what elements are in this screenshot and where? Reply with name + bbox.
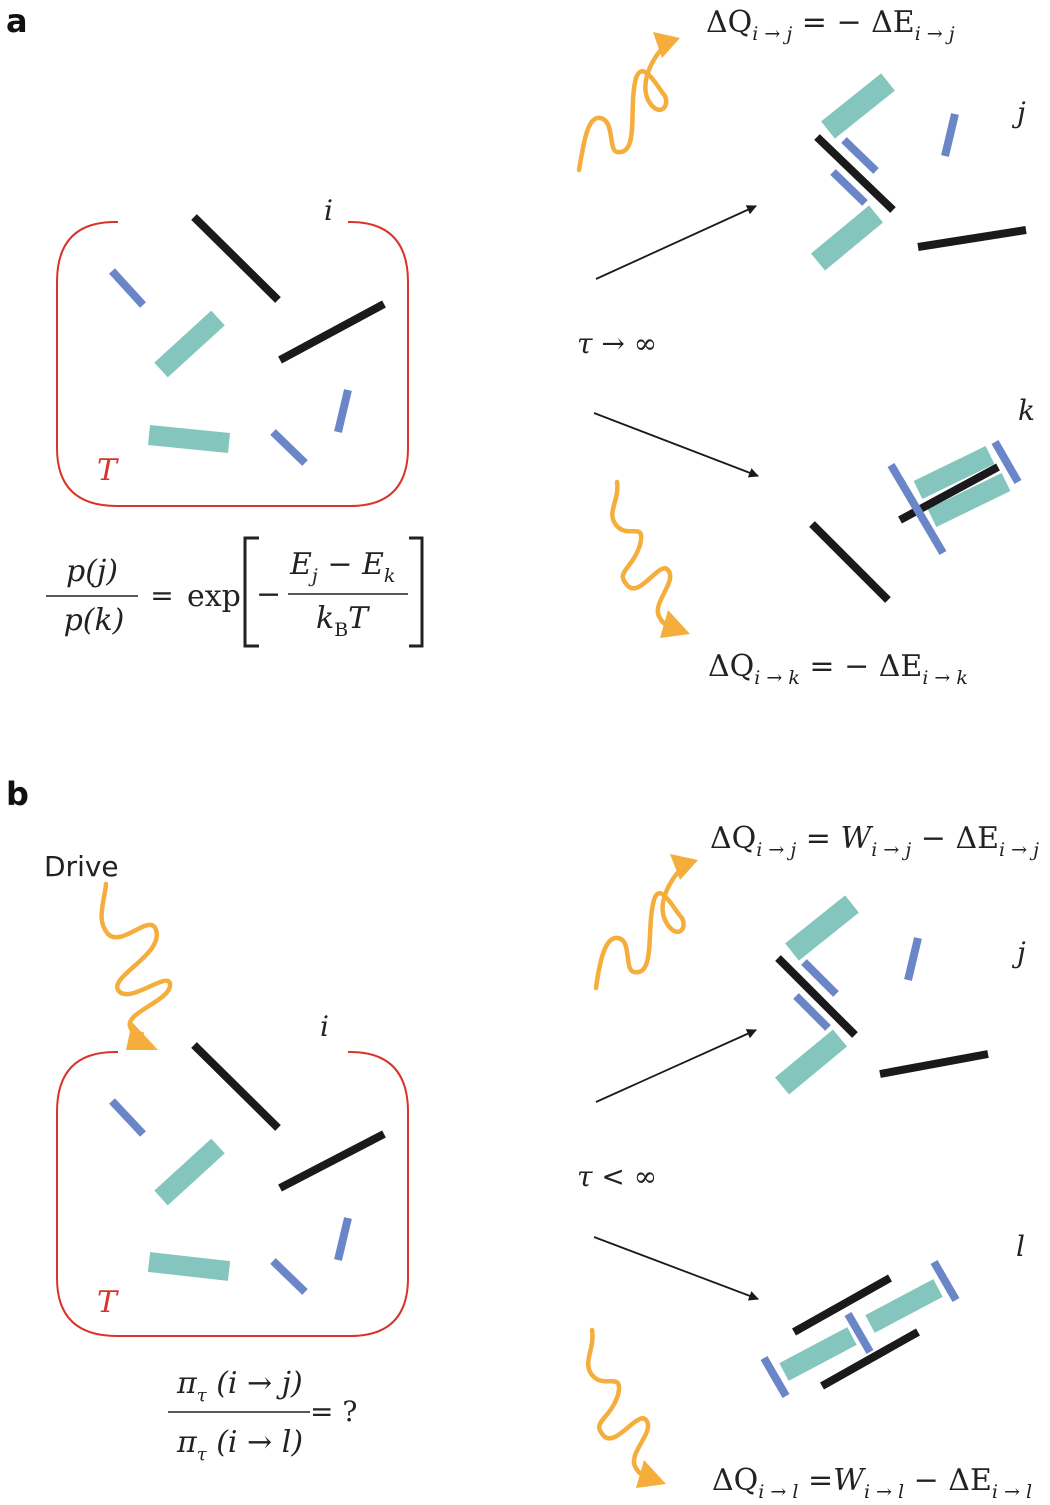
blue-rod: [760, 1355, 790, 1399]
pi-i-to-l: πτ (i → l): [176, 1425, 303, 1465]
blue-rod: [334, 389, 352, 433]
heat-equation-l: ΔQi → l =Wi → l − ΔEi → l: [712, 1463, 1032, 1503]
teal-rod: [147, 1252, 231, 1281]
black-rod: [917, 226, 1027, 251]
state-l-molecules: [760, 1259, 960, 1399]
black-rod: [775, 955, 858, 1038]
state-l-label: l: [1016, 1230, 1025, 1263]
teal-rod: [154, 1138, 225, 1206]
heat-wave-icon: [610, 479, 690, 638]
state-i-molecules-a: [109, 214, 386, 466]
teal-rod: [779, 1327, 857, 1381]
black-rod: [278, 1130, 386, 1192]
drive-wave-icon: [99, 881, 173, 1050]
heat-wave-icon: [585, 1327, 666, 1488]
heat-equation-k-a: ΔQi → k = − ΔEi → k: [708, 649, 968, 689]
black-rod: [820, 1328, 920, 1390]
thermal-energy: kBT: [316, 601, 370, 641]
prob-j: p(j): [66, 554, 118, 589]
blue-rod: [270, 429, 308, 466]
heat-bath-border-b: [56, 1051, 409, 1337]
transition-ratio-formula: πτ (i → j) πτ (i → l) = ?: [168, 1366, 357, 1465]
state-j-molecules-a: [810, 73, 1027, 271]
blue-rod: [930, 1259, 960, 1303]
heat-bath-border-a: [56, 221, 409, 507]
blue-rod: [887, 462, 947, 556]
blue-rod: [830, 169, 868, 206]
black-rod: [879, 1050, 989, 1078]
transition-arrow-i-to-l: [593, 1236, 759, 1301]
heat-equation-j-a: ΔQi → j = − ΔEi → j: [706, 5, 955, 45]
teal-rod: [774, 1029, 848, 1095]
black-rod: [278, 300, 386, 364]
blue-rod: [801, 959, 839, 997]
exp-text: exp: [187, 579, 241, 614]
temperature-label-b: T: [97, 1285, 119, 1320]
panel-a: a i T p(j) p(k) = exp − Ej − Ek kBT: [6, 2, 1035, 689]
heat-wave-icon: [593, 854, 698, 991]
transition-arrow-i-to-k: [593, 412, 759, 478]
teal-rod: [148, 425, 230, 453]
state-i-label-a: i: [324, 194, 333, 227]
minus-sign: −: [256, 577, 281, 612]
blue-rod: [841, 137, 879, 174]
heat-equation-j-b: ΔQi → j = Wi → j − ΔEi → j: [710, 821, 1039, 861]
blue-rod: [109, 1098, 146, 1137]
teal-rod: [821, 73, 895, 139]
blue-rod: [334, 1217, 352, 1261]
blue-rod: [904, 937, 922, 981]
state-j-label-b: j: [1011, 936, 1026, 969]
boltzmann-formula: p(j) p(k) = exp − Ej − Ek kBT: [46, 536, 424, 648]
tau-limit-a: τ → ∞: [577, 327, 657, 360]
blue-rod: [109, 268, 146, 308]
teal-rod: [927, 473, 1011, 527]
black-rod: [191, 1042, 281, 1131]
state-j-molecules-b: [774, 895, 989, 1095]
transition-arrow-i-to-j-b: [595, 1029, 757, 1103]
state-i-label-b: i: [320, 1010, 329, 1043]
pi-i-to-j: πτ (i → j): [176, 1366, 303, 1406]
black-rod: [792, 1274, 892, 1336]
panel-b-label: b: [6, 775, 29, 813]
teal-rod: [865, 1279, 943, 1333]
blue-rod: [270, 1258, 308, 1295]
black-rod: [814, 134, 896, 213]
blue-rod: [844, 1311, 874, 1355]
blue-rod: [991, 440, 1022, 484]
teal-rod: [154, 310, 225, 378]
unknown-equals: = ?: [310, 1395, 357, 1428]
left-bracket: [243, 536, 259, 648]
teal-rod: [785, 895, 859, 961]
state-i-molecules-b: [109, 1042, 386, 1295]
blue-rod: [793, 993, 831, 1031]
teal-rod: [810, 205, 884, 271]
panel-b: b Drive i T πτ (i → j) πτ (i → l) = ?: [6, 775, 1039, 1503]
state-j-label-a: j: [1011, 96, 1026, 129]
panel-a-label: a: [6, 2, 28, 40]
tau-limit-b: τ < ∞: [577, 1160, 657, 1193]
energy-difference: Ej − Ek: [289, 547, 395, 587]
black-rod: [809, 521, 891, 603]
right-bracket: [409, 536, 424, 648]
state-k-label-a: k: [1018, 394, 1035, 427]
equals-sign: =: [150, 579, 173, 612]
temperature-label-a: T: [97, 453, 119, 488]
heat-wave-icon: [576, 32, 680, 173]
transition-arrow-i-to-j: [595, 205, 757, 280]
black-rod: [191, 214, 281, 303]
blue-rod: [941, 113, 959, 157]
drive-label: Drive: [44, 850, 119, 883]
teal-rod: [913, 446, 995, 499]
prob-k: p(k): [64, 603, 125, 638]
state-k-molecules-a: [809, 440, 1022, 603]
